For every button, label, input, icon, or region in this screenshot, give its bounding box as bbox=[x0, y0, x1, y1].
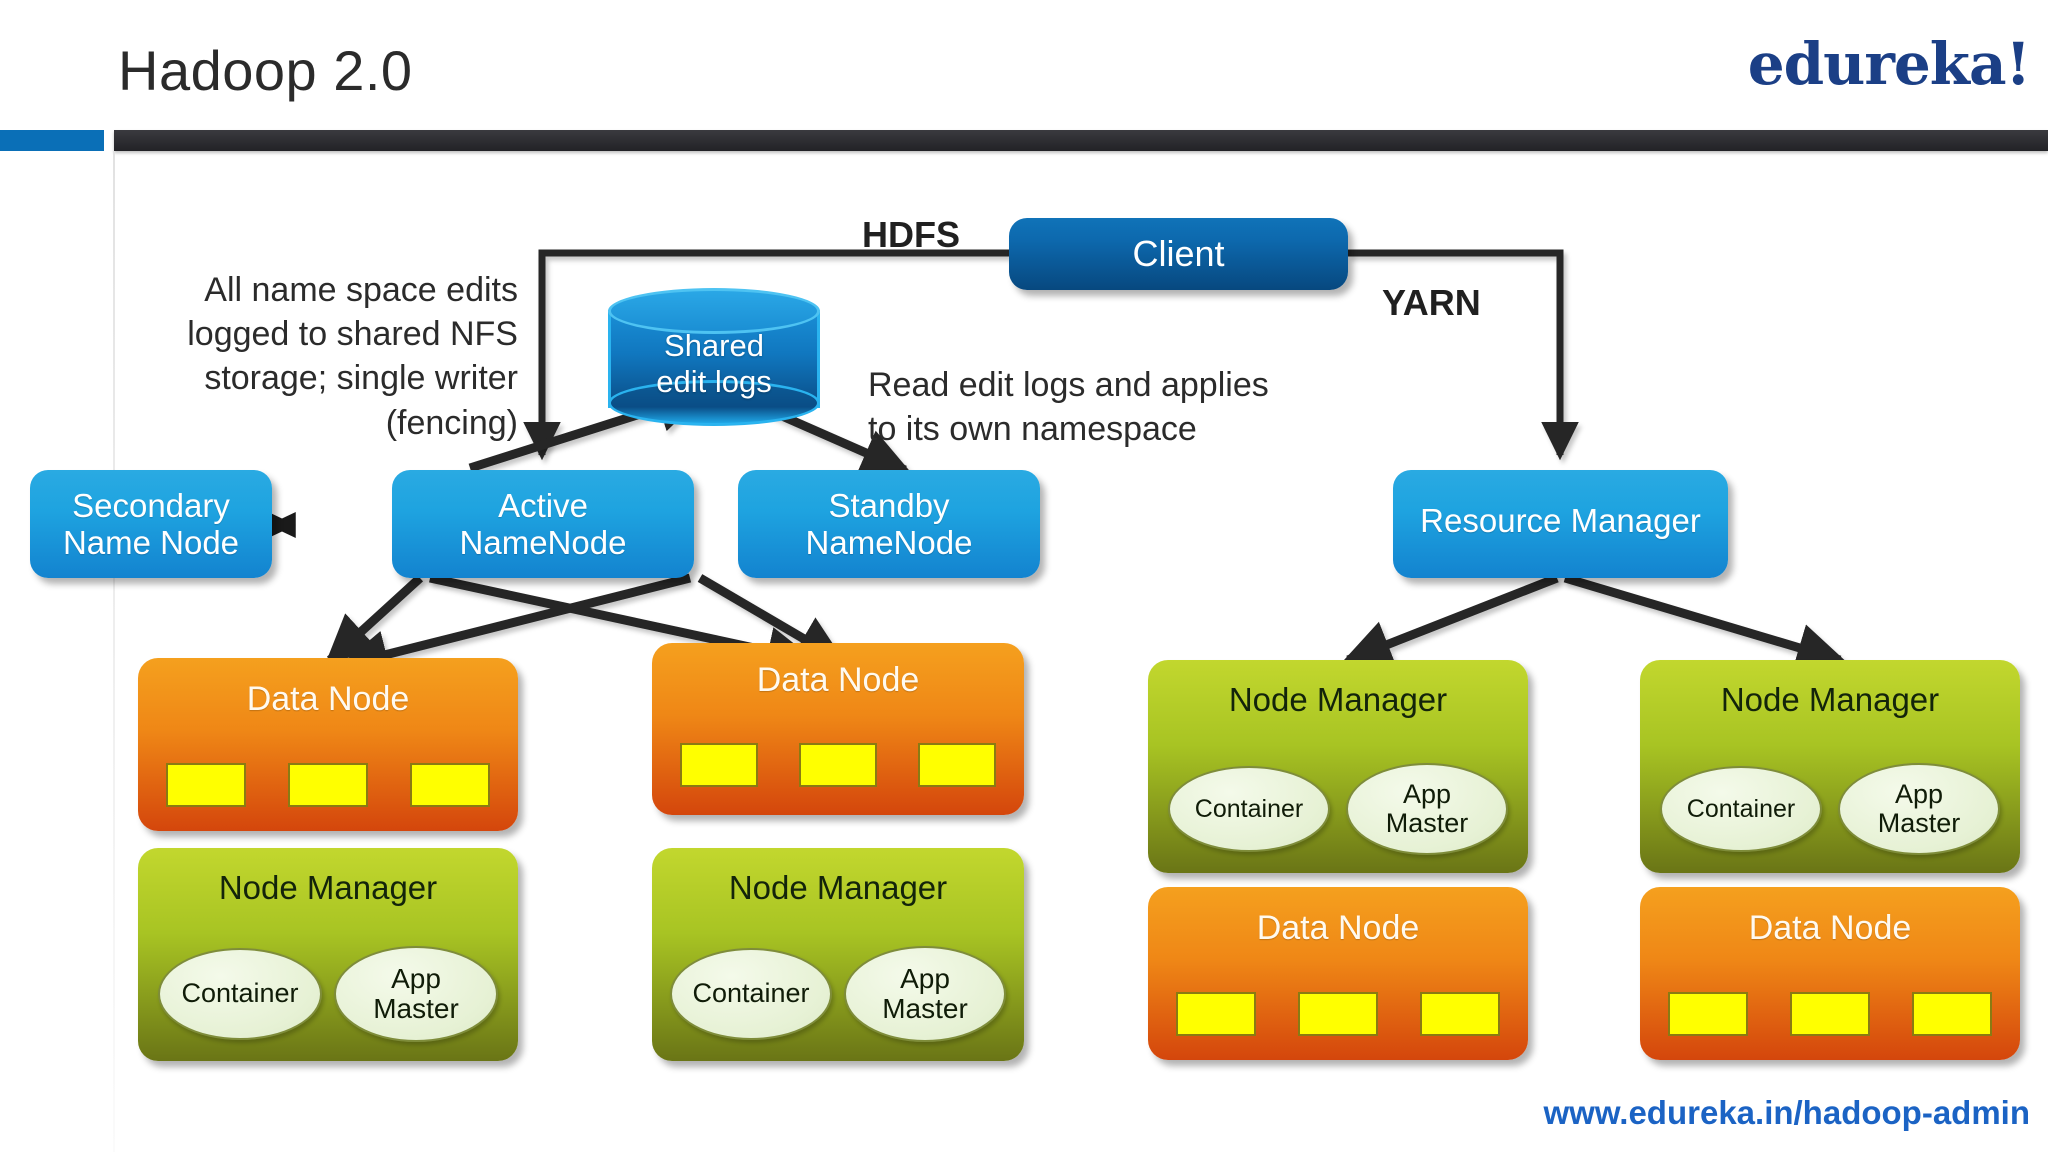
header-accent-bar bbox=[0, 130, 104, 151]
node-manager-2[interactable]: Node Manager Container App Master bbox=[652, 848, 1024, 1061]
node-active-namenode[interactable]: Active NameNode bbox=[392, 470, 694, 578]
node-manager-1-pills: Container App Master bbox=[158, 946, 498, 1042]
node-manager-4[interactable]: Node Manager Container App Master bbox=[1640, 660, 2020, 873]
yarn-zone-label: YARN bbox=[1382, 282, 1481, 323]
data-node-1[interactable]: Data Node bbox=[138, 658, 518, 831]
node-manager-3-pills: Container App Master bbox=[1168, 763, 1508, 855]
read-editlogs-callout-text: Read edit logs and applies to its own na… bbox=[868, 366, 1269, 449]
data-node-2-blocks bbox=[680, 743, 996, 787]
node-client[interactable]: Client bbox=[1009, 218, 1348, 290]
data-node-2-label: Data Node bbox=[756, 661, 920, 699]
node-standby-namenode-label: Standby NameNode bbox=[805, 487, 973, 561]
node-manager-3[interactable]: Node Manager Container App Master bbox=[1148, 660, 1528, 873]
data-block bbox=[1790, 992, 1870, 1036]
data-node-4-label: Data Node bbox=[1748, 909, 1912, 947]
data-node-1-blocks bbox=[166, 763, 490, 807]
app-master-pill[interactable]: App Master bbox=[334, 946, 498, 1042]
data-block bbox=[1420, 992, 1500, 1036]
brand-logo: edureka! bbox=[1747, 30, 2031, 98]
data-block bbox=[288, 763, 368, 807]
node-resource-manager-label: Resource Manager bbox=[1420, 502, 1701, 539]
node-resource-manager[interactable]: Resource Manager bbox=[1393, 470, 1728, 578]
node-secondary-name-node[interactable]: Secondary Name Node bbox=[30, 470, 272, 578]
footer-url[interactable]: www.edureka.in/hadoop-admin bbox=[1543, 1094, 2031, 1131]
data-node-3-blocks bbox=[1176, 992, 1500, 1036]
node-manager-3-label: Node Manager bbox=[1228, 681, 1448, 718]
header-rule bbox=[114, 130, 2048, 151]
app-master-pill[interactable]: App Master bbox=[844, 946, 1006, 1042]
node-shared-edit-logs[interactable]: Shared edit logs bbox=[608, 288, 820, 428]
node-manager-4-label: Node Manager bbox=[1720, 681, 1940, 718]
data-block bbox=[1912, 992, 1992, 1036]
data-node-4[interactable]: Data Node bbox=[1640, 887, 2020, 1060]
node-standby-namenode[interactable]: Standby NameNode bbox=[738, 470, 1040, 578]
data-block bbox=[680, 743, 758, 787]
app-master-pill[interactable]: App Master bbox=[1838, 763, 2000, 855]
node-manager-1-label: Node Manager bbox=[218, 869, 438, 906]
node-manager-2-label: Node Manager bbox=[728, 869, 948, 906]
data-block bbox=[918, 743, 996, 787]
container-pill[interactable]: Container bbox=[158, 948, 322, 1040]
page-title: Hadoop 2.0 bbox=[118, 39, 413, 102]
left-margin-divider bbox=[113, 151, 115, 1152]
node-client-label: Client bbox=[1132, 233, 1225, 274]
container-pill[interactable]: Container bbox=[1660, 766, 1822, 852]
cylinder-top-ellipse bbox=[608, 288, 820, 334]
node-manager-2-pills: Container App Master bbox=[670, 946, 1006, 1042]
resourcemanager-nodemanager-connectors bbox=[1341, 573, 1847, 672]
data-block bbox=[166, 763, 246, 807]
cylinder-bottom-ellipse bbox=[608, 380, 820, 426]
data-block bbox=[1176, 992, 1256, 1036]
data-block bbox=[410, 763, 490, 807]
data-node-2[interactable]: Data Node bbox=[652, 643, 1024, 815]
hdfs-zone-label: HDFS bbox=[862, 214, 960, 255]
node-manager-4-pills: Container App Master bbox=[1660, 763, 2000, 855]
container-pill[interactable]: Container bbox=[670, 948, 832, 1040]
node-manager-1[interactable]: Node Manager Container App Master bbox=[138, 848, 518, 1061]
data-node-3-label: Data Node bbox=[1256, 909, 1420, 947]
nfs-callout-text: All name space edits logged to shared NF… bbox=[187, 271, 518, 442]
node-secondary-name-node-label: Secondary Name Node bbox=[62, 487, 240, 561]
data-block bbox=[1668, 992, 1748, 1036]
data-node-1-label: Data Node bbox=[246, 680, 410, 718]
data-node-4-blocks bbox=[1668, 992, 1992, 1036]
data-block bbox=[799, 743, 877, 787]
app-master-pill[interactable]: App Master bbox=[1346, 763, 1508, 855]
node-shared-edit-logs-label: Shared edit logs bbox=[656, 328, 772, 399]
data-node-3[interactable]: Data Node bbox=[1148, 887, 1528, 1060]
container-pill[interactable]: Container bbox=[1168, 766, 1330, 852]
data-block bbox=[1298, 992, 1378, 1036]
node-active-namenode-label: Active NameNode bbox=[459, 487, 627, 561]
